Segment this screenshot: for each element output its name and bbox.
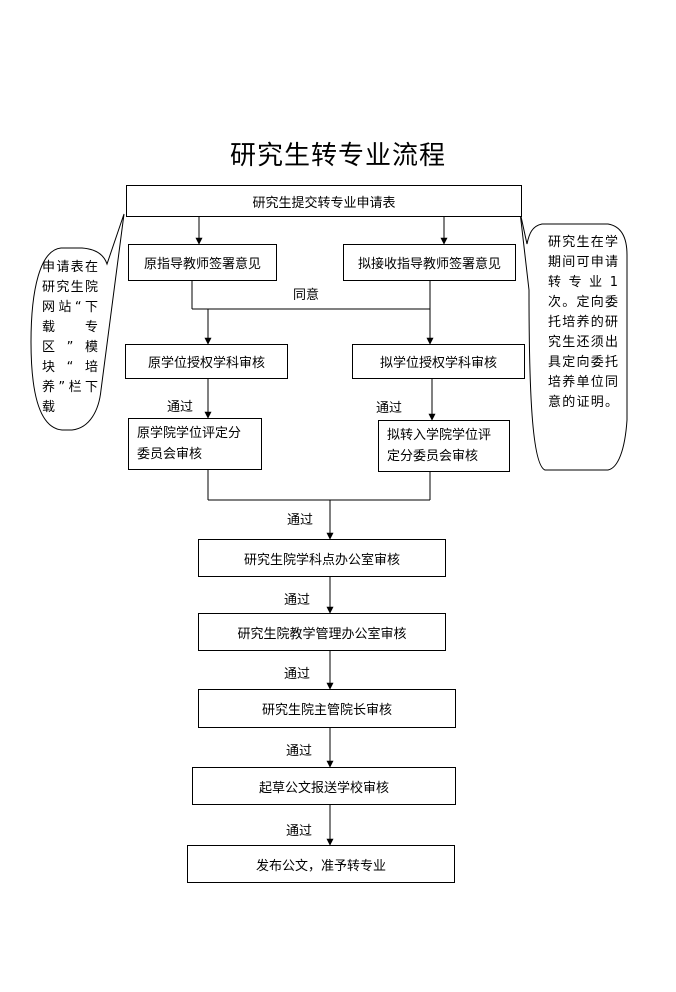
left-note-text: 申请表在研究生院网站“下载专区”模块“培养”栏下载 <box>42 260 98 415</box>
submit-application-box: 研究生提交转专业申请表 <box>126 185 522 217</box>
grad-point-office-box: 研究生院学科点办公室审核 <box>198 539 446 577</box>
orig-committee-box: 原学院学位评定分委员会审核 <box>128 418 262 470</box>
agree-label: 同意 <box>293 288 320 303</box>
grad-teaching-office-box: 研究生院教学管理办公室审核 <box>198 613 446 651</box>
pass-label-2: 通过 <box>284 593 311 608</box>
pass-label-orig-subject: 通过 <box>167 400 194 415</box>
pass-label-5: 通过 <box>286 824 313 839</box>
right-note-callout <box>519 211 628 471</box>
left-note-callout <box>30 213 125 431</box>
right-note-text: 研究生在学期间可申请转专业1次。定向委托培养的研究生还须出具定向委托培养单位同意… <box>548 235 618 410</box>
orig-subject-box: 原学位授权学科审核 <box>125 344 288 379</box>
draft-document-box: 起草公文报送学校审核 <box>192 767 456 805</box>
orig-advisor-box: 原指导教师签署意见 <box>128 244 277 281</box>
new-advisor-box: 拟接收指导教师签署意见 <box>343 244 516 281</box>
new-committee-box: 拟转入学院学位评定分委员会审核 <box>378 420 510 472</box>
pass-label-4: 通过 <box>286 744 313 759</box>
pass-label-new-subject: 通过 <box>376 401 403 416</box>
pass-label-1: 通过 <box>287 513 314 528</box>
grad-dean-box: 研究生院主管院长审核 <box>198 689 456 728</box>
page-title: 研究生转专业流程 <box>229 141 446 171</box>
new-subject-box: 拟学位授权学科审核 <box>352 344 525 379</box>
publish-document-box: 发布公文，准予转专业 <box>187 845 455 883</box>
pass-label-3: 通过 <box>284 667 311 682</box>
